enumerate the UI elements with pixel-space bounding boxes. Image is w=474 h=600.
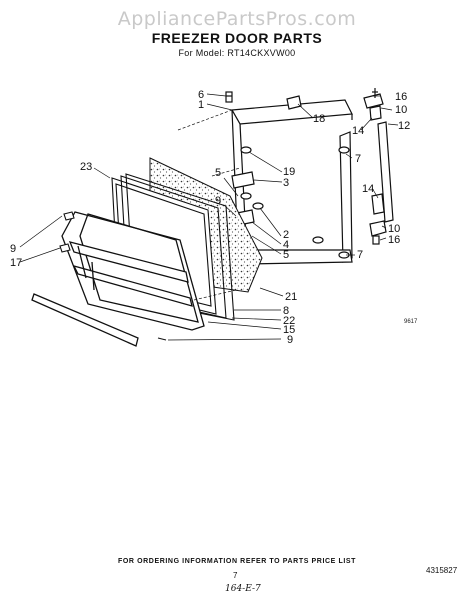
- document-part-number: 4315827: [426, 566, 458, 575]
- callout-5b: 5: [283, 249, 289, 261]
- callout-17: 17: [10, 257, 22, 269]
- page-title: FREEZER DOOR PARTS: [151, 30, 323, 46]
- callout-9: 9: [215, 195, 221, 207]
- callout-18: 18: [313, 113, 325, 125]
- door-frame-assembly: [225, 91, 353, 265]
- ordering-note: FOR ORDERING INFORMATION REFER TO PARTS …: [117, 558, 357, 565]
- callout-14: 14: [352, 125, 364, 137]
- callout-10: 10: [395, 104, 407, 116]
- callout-16b: 16: [388, 234, 400, 246]
- callout-6: 6: [198, 89, 204, 101]
- callout-4: 4: [283, 239, 289, 251]
- callout-9b: 9: [10, 243, 16, 255]
- callout-16: 16: [395, 91, 407, 103]
- callout-5: 5: [215, 167, 221, 179]
- callout-10b: 10: [388, 223, 400, 235]
- callout-1: 1: [198, 99, 204, 111]
- figure-code: 9617: [404, 319, 418, 325]
- callout-19: 19: [283, 166, 295, 178]
- callout-9c: 9: [287, 334, 293, 346]
- callout-labels: 6 1 18 16 10 12 14 7 19 3 23 5 9 2 4 5 1…: [10, 89, 418, 346]
- door-shelf-fittings: [59, 211, 167, 341]
- callout-2: 2: [283, 229, 289, 241]
- callout-15: 15: [283, 324, 295, 336]
- callout-7b: 7: [357, 249, 363, 261]
- right-hinge-hardware: [363, 88, 394, 245]
- page-number: 7: [233, 571, 238, 580]
- door-shelf-rail: [31, 293, 139, 347]
- handwritten-code: 164-E-7: [225, 584, 261, 594]
- callout-12: 12: [398, 120, 410, 132]
- leader-lines: [19, 93, 399, 341]
- model-subtitle: For Model: RT14CKXVW00: [178, 48, 296, 58]
- callout-22: 22: [283, 315, 295, 327]
- outer-door-panel: [61, 211, 205, 331]
- callout-3: 3: [283, 177, 289, 189]
- callout-8: 8: [283, 305, 289, 317]
- callout-23: 23: [80, 161, 92, 173]
- callout-14b: 14: [362, 183, 374, 195]
- callout-7: 7: [355, 153, 361, 165]
- watermark: AppliancePartsPros.com: [117, 8, 357, 30]
- callout-21: 21: [285, 291, 297, 303]
